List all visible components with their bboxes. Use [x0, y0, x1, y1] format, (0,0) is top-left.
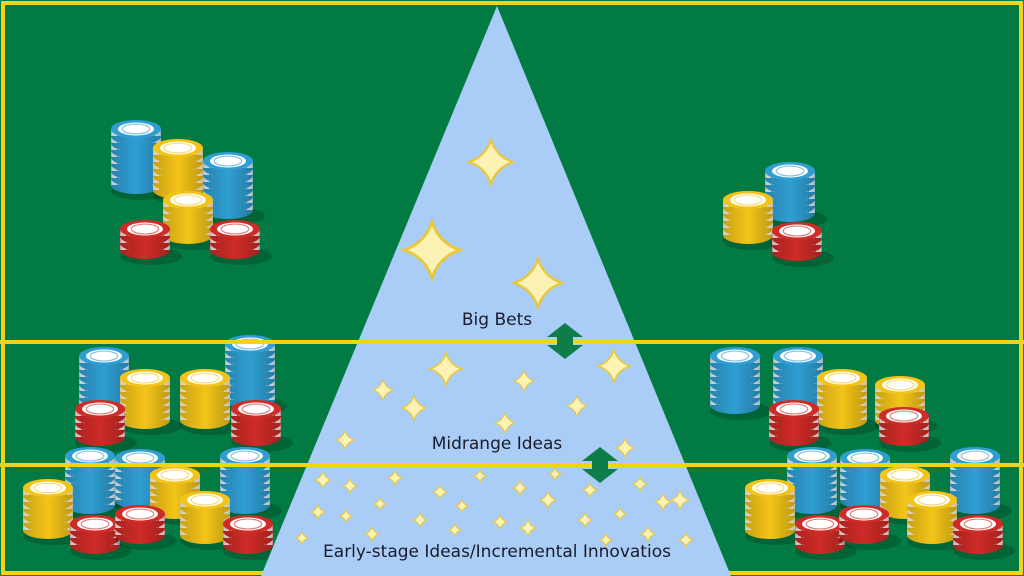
sparkle-star-icon	[631, 475, 649, 493]
sparkle-star-icon	[411, 511, 429, 529]
poker-chip-stack-icon	[839, 505, 901, 550]
sparkle-star-icon	[595, 347, 633, 385]
sparkle-star-icon	[512, 369, 536, 393]
sparkle-star-icon	[447, 522, 463, 538]
sparkle-star-icon	[576, 511, 594, 529]
poker-chip-stack-icon	[710, 347, 772, 420]
sparkle-star-icon	[614, 437, 636, 459]
sparkle-star-icon	[363, 525, 381, 543]
sparkle-star-icon	[454, 498, 470, 514]
sparkle-star-icon	[371, 378, 395, 402]
sparkle-star-icon	[472, 468, 488, 484]
sparkle-star-icon	[639, 525, 657, 543]
sparkle-star-icon	[338, 508, 354, 524]
poker-chip-stack-icon	[840, 449, 902, 515]
sparkle-star-icon	[427, 350, 465, 388]
poker-chip-stack-icon	[795, 515, 857, 560]
sparkle-star-icon	[399, 217, 465, 283]
poker-chip-stack-icon	[70, 515, 132, 560]
chip-stacks-layer	[23, 120, 1015, 560]
sparkle-star-icon	[669, 489, 691, 511]
sparkle-star-icon	[386, 469, 404, 487]
sparkle-star-icon	[510, 255, 566, 311]
sparkle-star-icon	[581, 481, 599, 499]
sparkle-star-icon	[431, 483, 449, 501]
poker-chip-stack-icon	[120, 369, 182, 435]
double-arrow-big-mid	[547, 323, 583, 359]
poker-chip-stack-icon	[907, 491, 969, 550]
double-arrow-mid-early	[582, 447, 618, 483]
sparkle-star-icon	[465, 136, 517, 188]
poker-chip-stack-icon	[772, 222, 834, 267]
sparkle-star-icon	[334, 429, 356, 451]
sparkles-layer	[294, 136, 695, 549]
sparkle-star-icon	[493, 411, 517, 435]
double-arrow-icon	[547, 323, 583, 359]
sparkle-star-icon	[598, 532, 614, 548]
sparkle-star-icon	[518, 518, 538, 538]
poker-chip-stack-icon	[120, 220, 182, 265]
poker-chip-stack-icon	[203, 152, 265, 225]
sparkle-star-icon	[547, 466, 563, 482]
tier-label-early-stage-ideas: Early-stage Ideas/Incremental Innovatios	[323, 542, 671, 562]
poker-chip-stack-icon	[115, 505, 177, 550]
poker-chip-stack-icon	[180, 369, 242, 435]
poker-chip-stack-icon	[75, 400, 137, 452]
sparkle-star-icon	[653, 492, 673, 512]
sparkle-star-icon	[511, 479, 529, 497]
sparkle-star-icon	[677, 531, 695, 549]
sparkle-star-icon	[309, 503, 327, 521]
poker-chip-stack-icon	[745, 479, 807, 545]
tier-label-midrange-ideas: Midrange Ideas	[432, 434, 563, 454]
sparkle-star-icon	[372, 496, 388, 512]
sparkle-star-icon	[294, 530, 310, 546]
sparkle-star-icon	[341, 477, 359, 495]
poker-chip-stack-icon	[163, 191, 225, 250]
double-arrow-icon	[582, 447, 618, 483]
sparkle-star-icon	[313, 470, 333, 490]
sparkle-star-icon	[400, 394, 428, 422]
poker-chip-stack-icon	[953, 515, 1015, 560]
poker-chip-stack-icon	[765, 162, 827, 228]
sparkle-star-icon	[491, 513, 509, 531]
poker-chip-stack-icon	[879, 407, 941, 452]
sparkle-star-icon	[612, 506, 628, 522]
poker-chip-stack-icon	[23, 479, 85, 545]
poker-chip-stack-icon	[231, 400, 293, 452]
poker-chip-stack-icon	[787, 447, 849, 520]
poker-chip-stack-icon	[210, 220, 272, 265]
poker-chip-stack-icon	[817, 369, 879, 435]
poker-chip-stack-icon	[223, 515, 285, 560]
tier-label-big-bets: Big Bets	[462, 310, 532, 330]
poker-chip-stack-icon	[723, 191, 785, 250]
sparkle-star-icon	[565, 394, 589, 418]
poker-chip-stack-icon	[769, 400, 831, 452]
sparkle-star-icon	[538, 490, 558, 510]
pyramid-triangle	[261, 6, 731, 576]
